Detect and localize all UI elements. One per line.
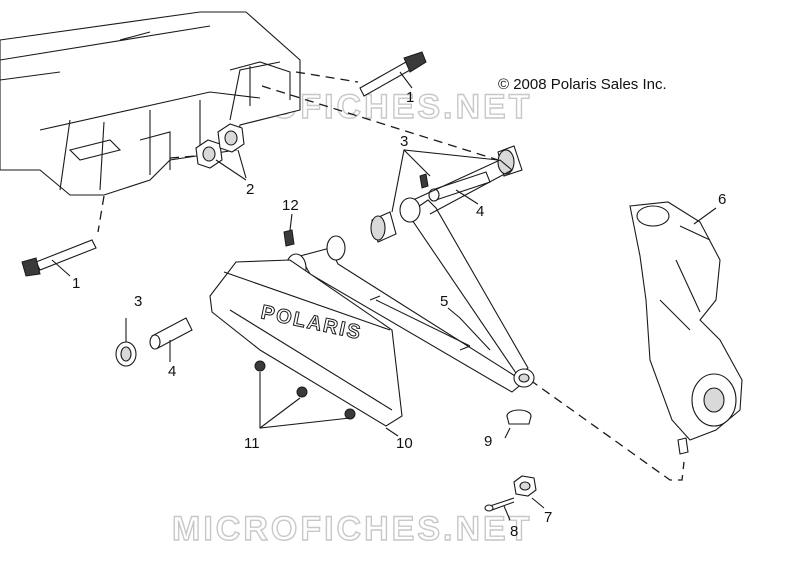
callout-6: 6 <box>718 191 726 208</box>
callout-8: 8 <box>510 523 518 540</box>
callout-4-left: 4 <box>168 363 176 380</box>
leader-lines <box>51 71 717 521</box>
copyright-text: © 2008 Polaris Sales Inc. <box>498 76 667 93</box>
skid-panel: POLARIS <box>209 259 403 427</box>
frame <box>0 11 301 196</box>
a-arm <box>285 159 535 393</box>
callout-3-left: 3 <box>134 293 142 310</box>
callouts: 1 1 2 3 3 4 4 5 6 7 8 9 10 11 12 <box>72 89 726 540</box>
callout-9: 9 <box>484 433 492 450</box>
callout-5: 5 <box>440 293 448 310</box>
bushings-left <box>115 317 193 367</box>
callout-11: 11 <box>244 435 260 452</box>
assembly-centerlines <box>97 71 685 481</box>
callout-10: 10 <box>396 435 413 452</box>
callout-2: 2 <box>246 181 254 198</box>
cotter-pin <box>484 497 515 512</box>
ball-joint-cap <box>506 409 532 425</box>
watermark-bottom: MICROFICHES.NET <box>172 510 532 548</box>
callout-1-left: 1 <box>72 275 80 292</box>
bushings-upper <box>370 145 523 243</box>
nuts <box>195 123 245 169</box>
bolt-left <box>21 239 97 277</box>
callout-1-top: 1 <box>406 89 414 106</box>
callout-3-top: 3 <box>400 133 408 150</box>
panel-bolts <box>254 360 356 420</box>
knuckle <box>629 201 743 455</box>
castle-nut <box>513 475 537 497</box>
bolt-top <box>359 51 427 97</box>
callout-7: 7 <box>544 509 552 526</box>
grease-fitting <box>283 229 295 247</box>
callout-12: 12 <box>282 197 299 214</box>
callout-4-top: 4 <box>476 203 484 220</box>
